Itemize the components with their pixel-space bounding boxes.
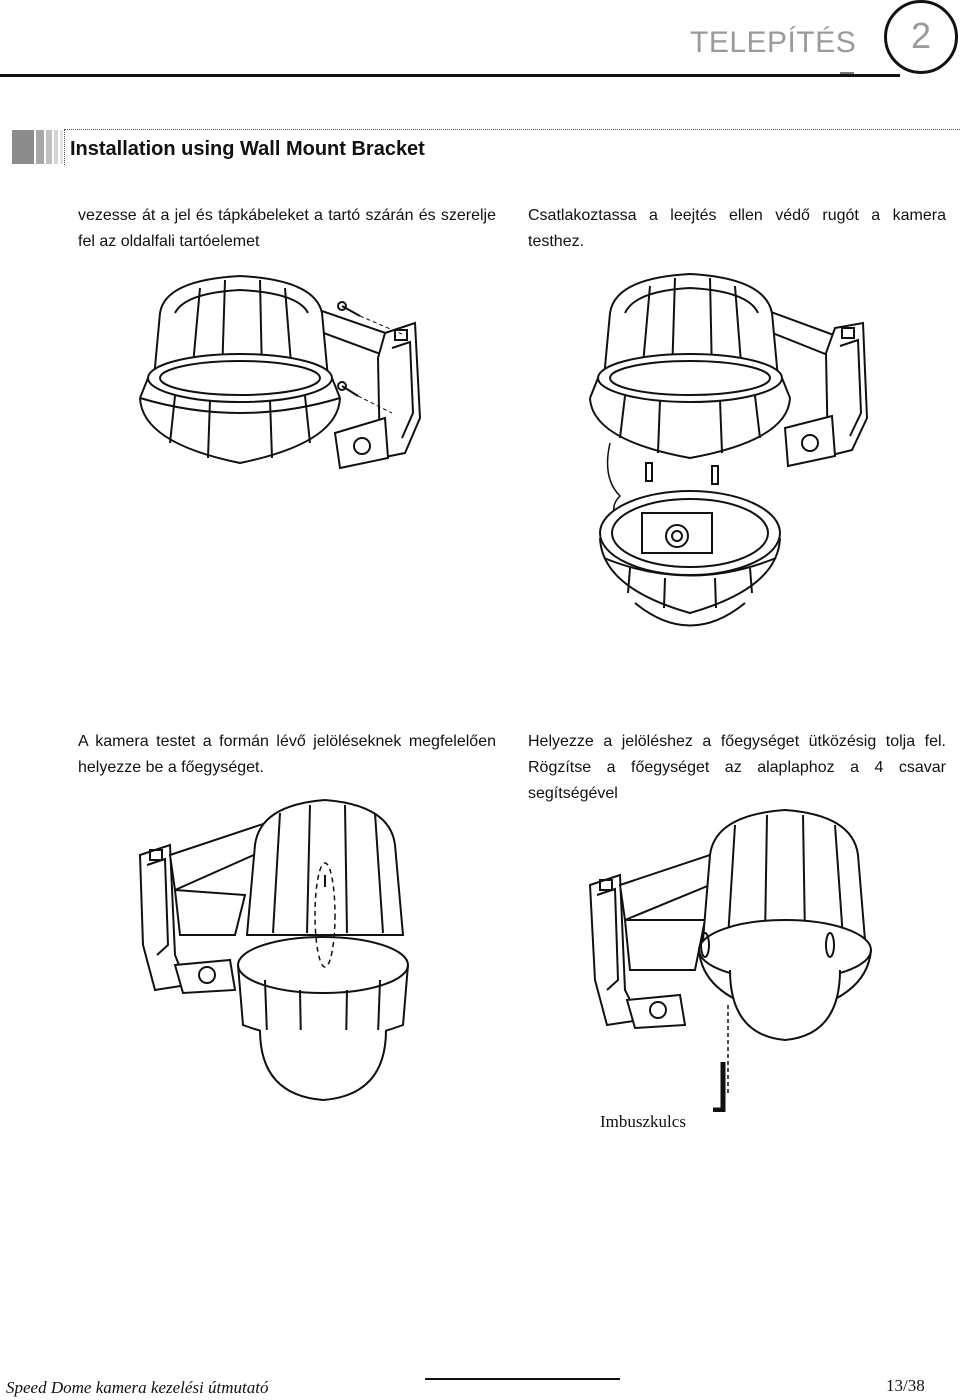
figure-bracket-mount [130, 268, 430, 478]
step-4-caption: Helyezze a jelöléshez a főegységet ütköz… [528, 733, 946, 802]
manual-title: Speed Dome kamera kezelési útmutató [6, 1378, 269, 1397]
footer-rule [425, 1378, 620, 1380]
hex-key-label: Imbuszkulcs [600, 1112, 686, 1131]
section-divider [64, 129, 65, 165]
section-title: Installation using Wall Mount Bracket [70, 138, 425, 160]
header-rule [0, 74, 900, 77]
figure-insert-camera [135, 795, 425, 1105]
chapter-number-badge: 2 [884, 0, 958, 74]
figure-tighten-screws [585, 800, 875, 1112]
section-marker [12, 130, 64, 164]
step-3-caption: A kamera testet a formán lévő jelölésekn… [78, 733, 496, 776]
page-number: 13/38 [886, 1376, 925, 1395]
chapter-title: TELEPÍTÉS [690, 26, 857, 59]
section-rule [64, 129, 960, 130]
figure-safety-spring [580, 268, 880, 648]
step-2-caption: Csatlakoztassa a leejtés ellen védő rugó… [528, 207, 946, 250]
step-1-caption: vezesse át a jel és tápkábeleket a tartó… [78, 207, 496, 250]
header-tick [840, 72, 854, 74]
chapter-number: 2 [910, 15, 932, 56]
